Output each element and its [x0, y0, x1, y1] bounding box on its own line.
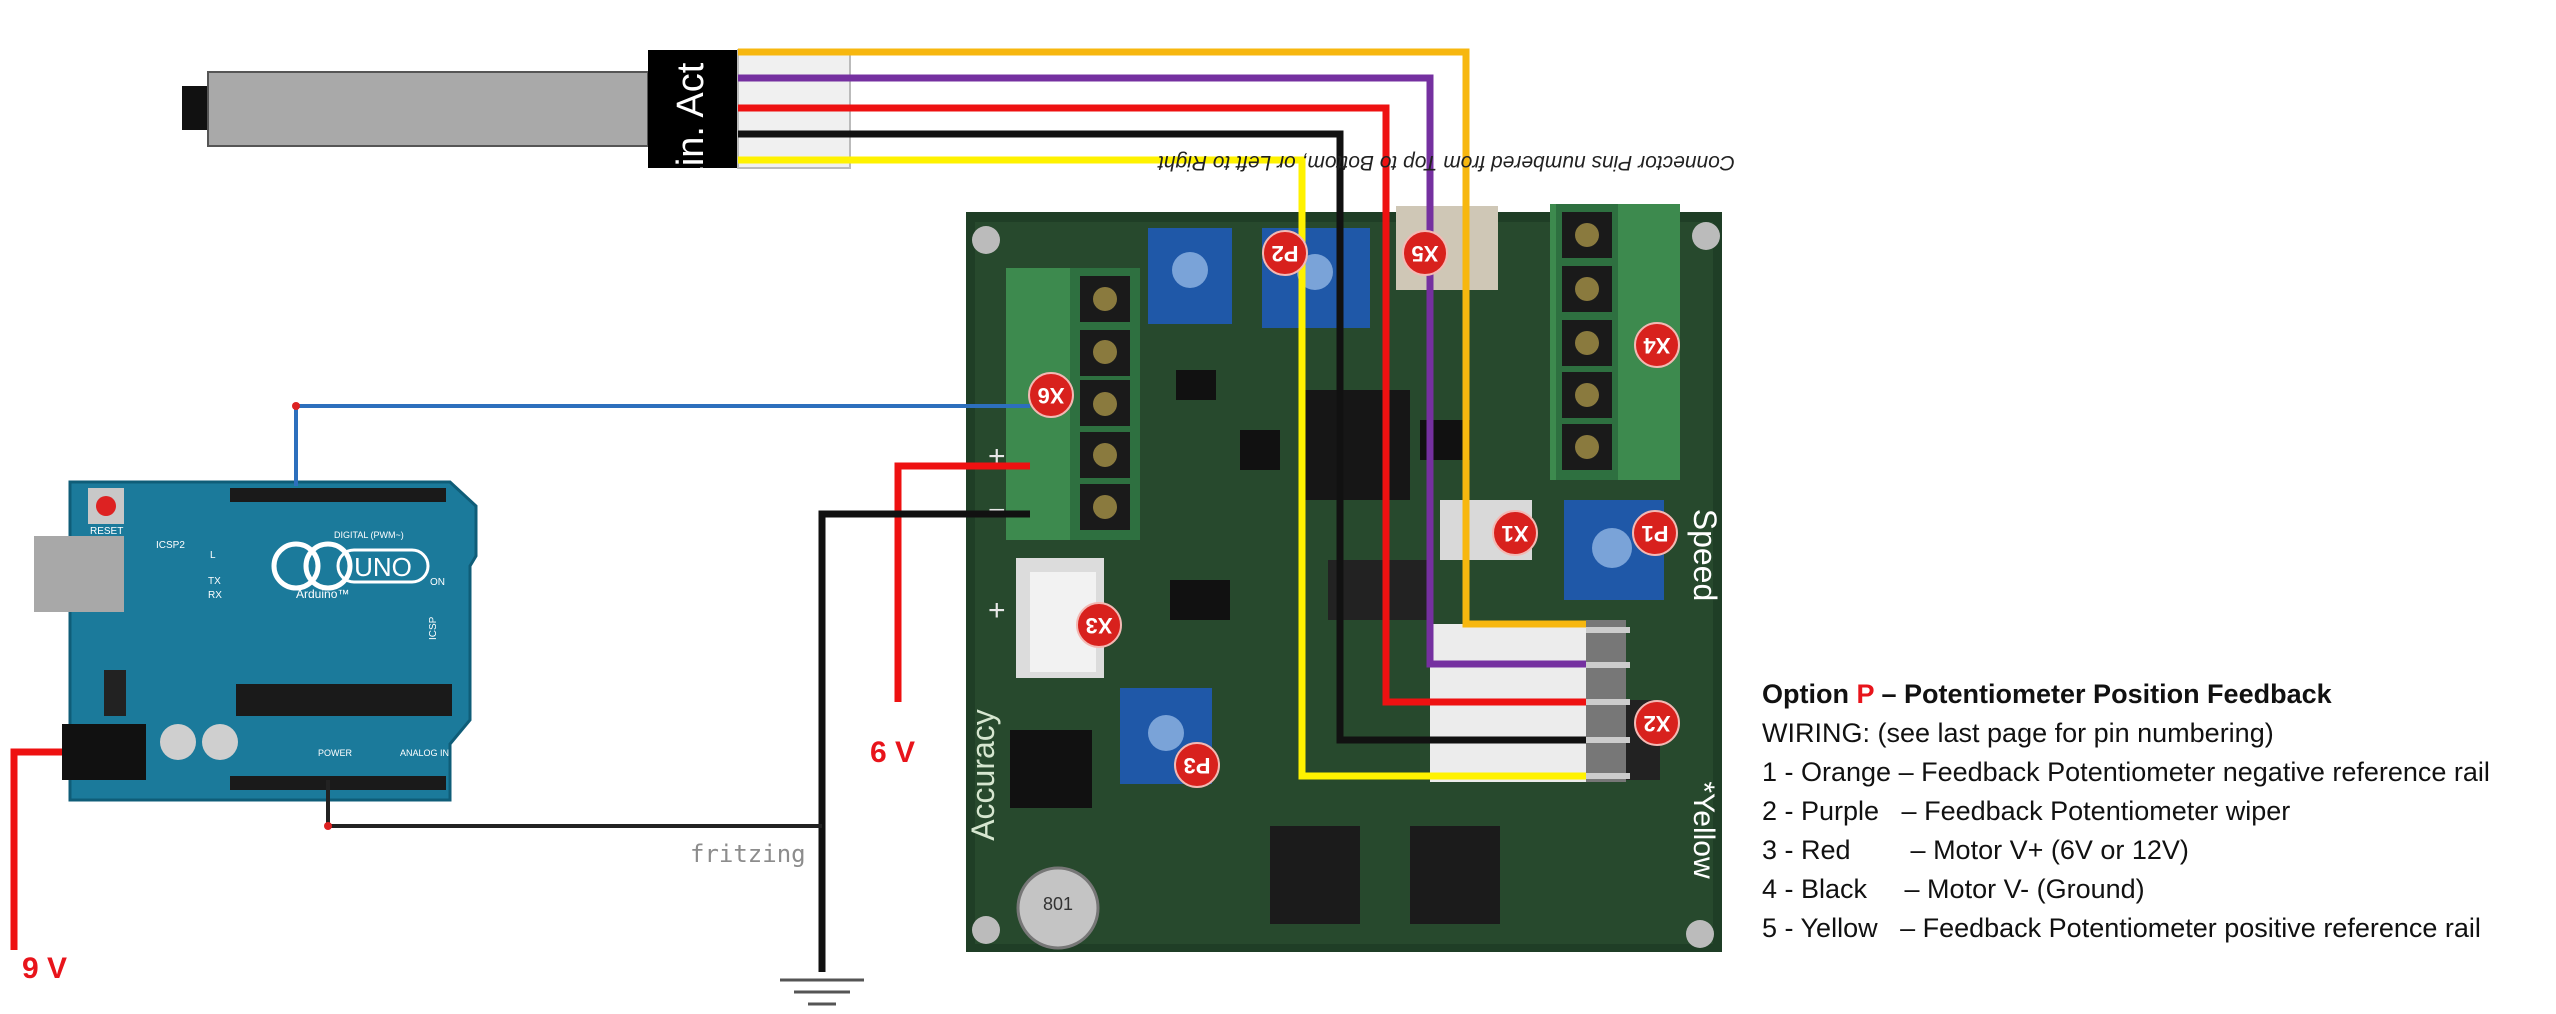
notes-line-red: 3 - Red – Motor V+ (6V or 12V)	[1762, 835, 2189, 865]
tag-x6: X6	[1028, 372, 1074, 418]
actuator-motor	[648, 50, 738, 168]
wire-yellow	[738, 156, 1586, 780]
capacitor	[1016, 866, 1100, 950]
wire-6v-positive	[894, 462, 1030, 702]
svg-text:801: 801	[1043, 894, 1073, 914]
tag-x2: X2	[1634, 700, 1680, 746]
arduino-analog-label: ANALOG IN	[400, 748, 449, 758]
arduino-reset-label: RESET	[90, 526, 123, 537]
notes-line-orange: 1 - Orange – Feedback Potentiometer nega…	[1762, 757, 2490, 787]
usb-port	[34, 536, 124, 612]
label-9v: 9 V	[22, 952, 68, 985]
wire-black	[738, 130, 1586, 744]
svg-text:+: +	[988, 594, 1006, 627]
driver-board: 801 Speed Accuracy *Yellow + − +	[965, 204, 1723, 952]
fritzing-watermark: fritzing	[690, 840, 806, 868]
pin-numbering-note: Connector Pins numbered from Top to Bott…	[1158, 151, 1736, 174]
wire-red	[738, 104, 1586, 706]
tag-x3: X3	[1076, 602, 1122, 648]
arduino-brand: Arduino™	[296, 587, 349, 601]
tag-x5: X5	[1402, 230, 1448, 276]
arduino-on-label: ON	[430, 577, 445, 588]
arduino-icsp2-label: ICSP2	[156, 540, 185, 551]
arduino-board	[68, 480, 478, 802]
wires	[10, 48, 1586, 972]
arduino-power-label: POWER	[318, 748, 353, 758]
wire-orange	[738, 48, 1586, 628]
power-jack	[62, 724, 146, 780]
wire-signal-blue	[294, 404, 1030, 486]
tag-x1: X1	[1492, 510, 1538, 556]
arduino-tx-label: TX	[208, 576, 221, 587]
edge-label-accuracy: Accuracy	[965, 709, 1001, 841]
tag-p3: P3	[1174, 742, 1220, 788]
notes-title: Option P – Potentiometer Position Feedba…	[1762, 679, 2332, 709]
notes-line-yellow: 5 - Yellow – Feedback Potentiometer posi…	[1762, 913, 2481, 943]
tag-x4: X4	[1634, 322, 1680, 368]
ground-symbol	[780, 978, 864, 1006]
ic-main	[1300, 390, 1410, 500]
wire-purple	[738, 74, 1586, 668]
tag-p1: P1	[1632, 510, 1678, 556]
wiring-notes: Option P – Potentiometer Position Feedba…	[1762, 675, 2552, 948]
notes-wiring: WIRING: (see last page for pin numbering…	[1762, 718, 2274, 748]
wire-9v	[10, 748, 62, 950]
edge-label-speed: Speed	[1687, 509, 1723, 602]
actuator-rod	[207, 71, 649, 147]
notes-line-purple: 2 - Purple – Feedback Potentiometer wipe…	[1762, 796, 2291, 826]
edge-label-yellow: *Yellow	[1687, 781, 1720, 879]
tag-p2: P2	[1262, 230, 1308, 276]
wire-6v-ground	[818, 510, 1030, 972]
arduino-logo: UNO	[354, 552, 412, 582]
arduino-uno: UNO Arduino™ RESET ICSP2 DIGITAL (PWM~) …	[34, 480, 478, 802]
arduino-l-label: L	[210, 550, 216, 561]
arduino-digital-label: DIGITAL (PWM~)	[334, 530, 404, 540]
notes-line-black: 4 - Black – Motor V- (Ground)	[1762, 874, 2145, 904]
arduino-icsp-label: ICSP	[428, 616, 439, 640]
label-6v: 6 V	[870, 736, 916, 769]
arduino-rx-label: RX	[208, 590, 222, 601]
actuator-label: Lin. Act	[669, 62, 712, 188]
